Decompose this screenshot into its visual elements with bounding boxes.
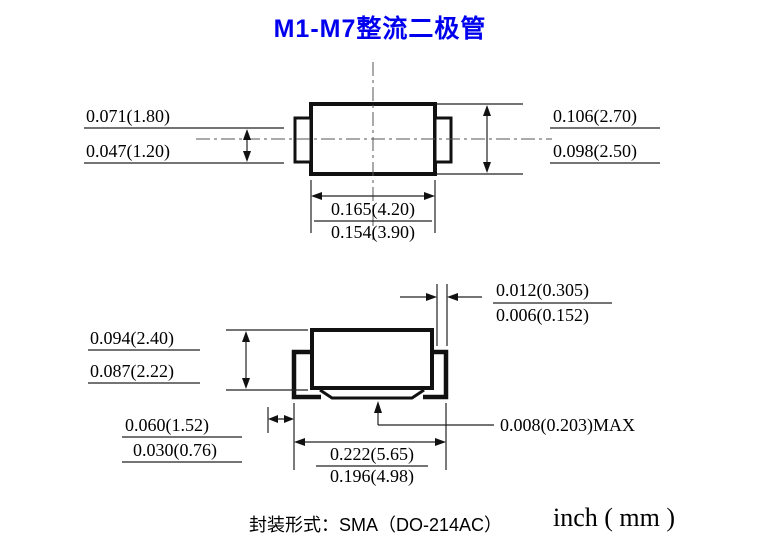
top-view: 0.071(1.80) 0.047(1.20) 0.106(2.70) 0.09…: [84, 62, 660, 243]
dim-tab-height-max: 0.071(1.80): [86, 106, 170, 127]
foot-length-dimension: 0.060(1.52) 0.030(0.76): [122, 407, 294, 463]
arrow-up-icon: [243, 129, 251, 140]
arrow-down-icon: [483, 162, 491, 173]
dim-standoff-max: 0.008(0.203)MAX: [500, 415, 635, 436]
dim-body-width-max: 0.165(4.20): [331, 199, 415, 220]
standoff-dimension: 0.008(0.203)MAX: [374, 401, 635, 436]
dim-lead-thickness-min: 0.006(0.152): [496, 305, 589, 326]
arrow-right-icon: [426, 293, 437, 301]
page-title: M1-M7整流二极管: [273, 15, 487, 43]
units-label: inch ( mm ): [553, 503, 676, 532]
arrow-up-icon: [483, 105, 491, 116]
arrow-left-icon: [294, 438, 305, 446]
dim-lead-thickness-max: 0.012(0.305): [496, 280, 589, 301]
dim-side-height-max: 0.094(2.40): [90, 328, 174, 349]
arrow-right-icon: [284, 415, 294, 423]
dim-overall-width-min: 0.196(4.98): [330, 466, 414, 487]
arrow-left-icon: [311, 192, 322, 200]
dim-foot-length-max: 0.060(1.52): [125, 415, 209, 436]
package-type-label: 封装形式：SMA（DO-214AC）: [249, 515, 503, 535]
arrow-left-icon: [447, 293, 458, 301]
dim-side-height-min: 0.087(2.22): [90, 361, 174, 382]
overall-width-dimension: 0.222(5.65) 0.196(4.98): [293, 403, 447, 487]
right-lead: [423, 349, 449, 400]
lead-thickness-dimension: 0.012(0.305) 0.006(0.152): [400, 280, 612, 346]
right-terminal: [433, 116, 453, 164]
arrow-right-icon: [435, 438, 446, 446]
body-width-dimension: 0.165(4.20) 0.154(3.90): [310, 180, 436, 243]
side-height-dimension: 0.094(2.40) 0.087(2.22): [88, 328, 308, 391]
left-lead: [291, 349, 321, 400]
arrow-down-icon: [243, 151, 251, 162]
side-view: 0.094(2.40) 0.087(2.22) 0.012(0.305) 0.0…: [88, 280, 635, 487]
dim-body-width-min: 0.154(3.90): [331, 222, 415, 243]
dim-tab-height-min: 0.047(1.20): [86, 141, 170, 162]
dim-body-height-max: 0.106(2.70): [553, 106, 637, 127]
arrow-up-icon: [374, 401, 382, 413]
arrow-left-icon: [268, 415, 278, 423]
left-terminal: [293, 116, 313, 164]
body-height-dimension: 0.106(2.70) 0.098(2.50): [437, 103, 660, 175]
package-body-outline: [310, 328, 434, 390]
dim-overall-width-max: 0.222(5.65): [330, 444, 414, 465]
arrow-down-icon: [242, 378, 250, 389]
dim-body-height-min: 0.098(2.50): [553, 141, 637, 162]
arrow-right-icon: [424, 192, 435, 200]
tab-height-dimension: 0.071(1.80) 0.047(1.20): [84, 106, 284, 164]
dim-foot-length-min: 0.030(0.76): [133, 440, 217, 461]
body-bottom-chamfer: [319, 388, 425, 400]
arrow-up-icon: [242, 331, 250, 342]
